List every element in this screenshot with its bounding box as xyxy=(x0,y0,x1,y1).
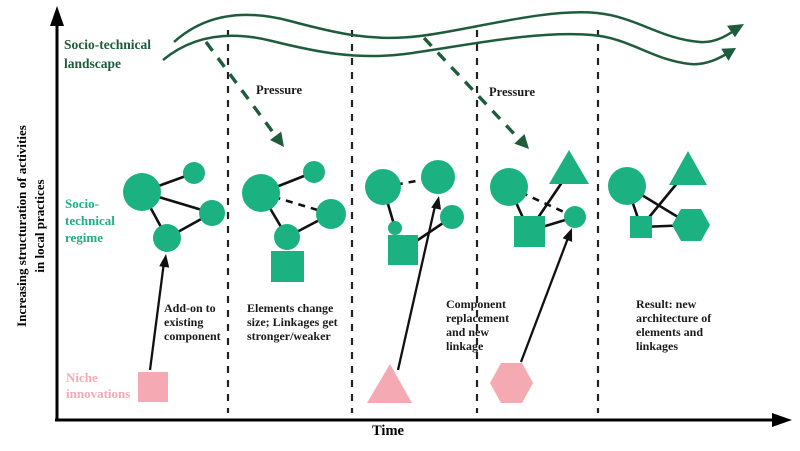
caption-panel4: Component replacement and new linkage xyxy=(446,297,509,353)
caption-panel5-line3: elements and xyxy=(636,325,703,339)
node-triangle xyxy=(669,151,707,185)
caption-panel1-line1: Add-on to xyxy=(164,301,216,315)
node-circle-large xyxy=(365,169,401,205)
node-square-addon xyxy=(271,251,304,282)
caption-panel4-line4: linkage xyxy=(446,339,484,353)
node-circle-large xyxy=(490,168,528,206)
innovation-arrow-2 xyxy=(396,205,437,371)
niche-square xyxy=(138,372,168,402)
innovation-arrow-1-head xyxy=(159,254,170,268)
x-axis-arrowhead xyxy=(772,413,792,427)
innovation-arrow-1 xyxy=(148,261,166,371)
node-square xyxy=(388,235,418,265)
caption-panel1-line3: component xyxy=(164,329,221,343)
pressure-arrow-2-head xyxy=(514,134,529,149)
node-circle-bottom xyxy=(153,224,181,252)
niche-label: Niche innovations xyxy=(66,370,130,402)
caption-panel4-line3: and new xyxy=(446,325,490,339)
node-circle-small xyxy=(564,206,586,228)
pressure-arrow-2 xyxy=(422,36,520,140)
regime-cluster-2 xyxy=(242,161,346,282)
caption-panel1-line2: existing xyxy=(164,315,204,329)
regime-label: Socio- technical regime xyxy=(65,195,115,246)
caption-panel2-line2: size; Linkages get xyxy=(247,315,338,329)
landscape-wave-lower xyxy=(162,32,731,66)
caption-panel2: Elements change size; Linkages get stron… xyxy=(247,301,338,343)
caption-panel2-line3: stronger/weaker xyxy=(247,329,331,343)
caption-panel5-line4: linkages xyxy=(636,339,679,353)
node-circle-large xyxy=(608,167,646,205)
regime-cluster-5 xyxy=(608,151,710,241)
caption-panel4-line1: Component xyxy=(446,297,507,311)
niche-hexagon xyxy=(490,363,533,403)
y-axis-label: Increasing structuration of activities i… xyxy=(13,66,51,386)
node-circle-medium xyxy=(199,200,225,226)
regime-cluster-3 xyxy=(365,160,464,265)
regime-label-line1: Socio- xyxy=(65,196,99,211)
y-axis-label-line2: in local practices xyxy=(32,179,47,273)
landscape-label-line1: Socio-technical xyxy=(64,37,151,52)
landscape-wave-upper xyxy=(173,11,739,44)
caption-panel4-line2: replacement xyxy=(446,311,510,325)
caption-panel1: Add-on to existing component xyxy=(164,301,221,343)
node-circle-small xyxy=(440,205,464,229)
niche-label-line2: innovations xyxy=(66,386,131,401)
landscape-label-line2: landscape xyxy=(64,56,122,71)
landscape-label: Socio-technical landscape xyxy=(64,35,151,73)
y-axis-arrowhead xyxy=(50,6,64,26)
pressure-label-2: Pressure xyxy=(489,85,536,99)
node-hexagon xyxy=(672,209,710,241)
y-axis-label-line1: Increasing structuration of activities xyxy=(14,125,29,327)
node-triangle xyxy=(549,150,589,184)
niche-label-line1: Niche xyxy=(66,370,98,385)
node-circle-large2 xyxy=(421,160,455,194)
caption-panel5-line2: architecture of xyxy=(636,311,712,325)
node-square xyxy=(630,216,652,238)
regime-label-line2: technical xyxy=(65,213,115,228)
node-circle-bottom xyxy=(274,224,300,250)
regime-cluster-4 xyxy=(490,150,589,247)
regime-label-line3: regime xyxy=(65,230,104,245)
landscape-wave-lower-arrowhead xyxy=(721,48,736,61)
node-circle-large xyxy=(123,173,161,211)
node-circle-medium xyxy=(316,199,346,229)
regime-cluster-1 xyxy=(123,162,225,252)
innovation-arrow-3 xyxy=(519,237,570,363)
niche-triangle xyxy=(367,364,412,403)
x-axis-label: Time xyxy=(372,423,404,439)
caption-panel5-line1: Result: new xyxy=(636,297,697,311)
node-circle-small xyxy=(303,161,325,183)
pressure-label-1: Pressure xyxy=(256,83,303,97)
caption-panel2-line1: Elements change xyxy=(247,301,334,315)
node-circle-large xyxy=(242,174,280,212)
innovation-arrow-3-head xyxy=(562,228,573,242)
node-square xyxy=(514,216,545,247)
pressure-arrow-1-head xyxy=(270,131,284,147)
node-circle-small xyxy=(183,162,205,184)
innovation-arrow-2-head xyxy=(431,196,441,210)
landscape-wave-upper-arrowhead xyxy=(727,24,744,38)
node-circle-tiny xyxy=(388,221,402,235)
caption-panel5: Result: new architecture of elements and… xyxy=(636,297,711,353)
